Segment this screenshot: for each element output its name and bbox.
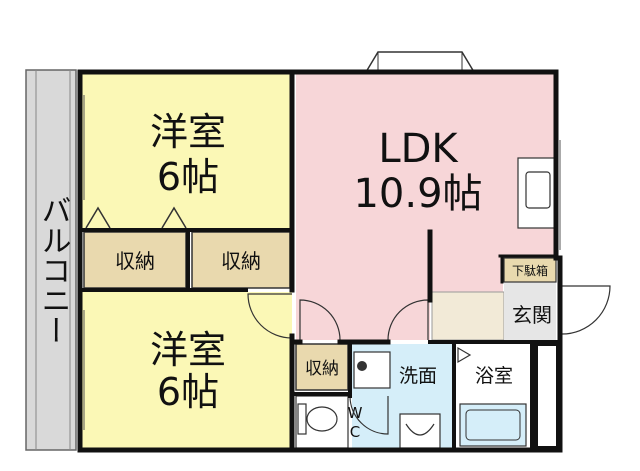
wash-basin [399, 413, 441, 449]
closet-right-label: 収納 [221, 249, 261, 273]
washing-machine-drum [357, 361, 367, 371]
genkan-floor [504, 282, 556, 340]
closet-door-mark-right [161, 206, 187, 229]
shoe-box-label: 下駄箱 [512, 263, 548, 278]
western-room-top-name: 洋室 [150, 110, 226, 154]
door-swing-toilet [349, 395, 389, 435]
toilet-label-c: C [350, 423, 360, 441]
bay-window [364, 51, 476, 73]
bathtub-inner [465, 409, 521, 441]
toilet-label-w: W [348, 404, 363, 422]
washroom-label: 洗面 [399, 365, 437, 387]
western-room-top-size: 6帖 [157, 155, 219, 199]
wash-basin-bowl [405, 423, 435, 436]
closet-small-label: 収納 [305, 359, 339, 379]
toilet-tank [297, 403, 307, 435]
door-swings [247, 293, 429, 435]
outer-wall [77, 69, 559, 261]
western-room-bottom-floor [80, 292, 292, 448]
entrance: 下駄箱 玄関 [431, 257, 611, 341]
entrance-label: 玄関 [512, 303, 552, 327]
ldk-room: LDK 10.9帖 [296, 72, 557, 340]
ldk-size: 10.9帖 [353, 171, 482, 217]
pipe-shaft [534, 342, 560, 450]
balcony-area [25, 69, 77, 451]
balcony: バルコニー [25, 69, 77, 451]
closet-small: 収納 [295, 343, 349, 391]
ldk-floor [296, 72, 556, 340]
entry-door-swing [561, 285, 611, 335]
balcony-label: バルコニー [36, 195, 71, 345]
door-swing-bottom-room [247, 293, 293, 339]
kitchen-sink [525, 171, 551, 209]
washroom: 洗面 [352, 344, 452, 449]
western-room-top: 洋室 6帖 [80, 72, 292, 230]
door-swing-hall-right [387, 299, 429, 341]
bathroom-label: 浴室 [475, 365, 513, 387]
closet-door-mark-left [85, 206, 111, 229]
closet-left [83, 231, 187, 289]
bath-door-mark [457, 346, 472, 364]
bathroom: 浴室 [456, 344, 530, 448]
shoe-box [503, 257, 557, 283]
ldk-name: LDK [378, 126, 459, 172]
toilet-bowl [306, 406, 338, 432]
walls [77, 69, 563, 453]
door-swing-hall-left [299, 299, 341, 341]
western-room-bottom-size: 6帖 [157, 370, 219, 414]
windows [83, 95, 561, 430]
closet-left-label: 収納 [115, 249, 155, 273]
western-room-top-floor [80, 72, 292, 230]
western-room-bottom: 洋室 6帖 [80, 292, 292, 448]
western-room-bottom-name: 洋室 [150, 328, 226, 372]
entrance-floor [431, 291, 505, 341]
